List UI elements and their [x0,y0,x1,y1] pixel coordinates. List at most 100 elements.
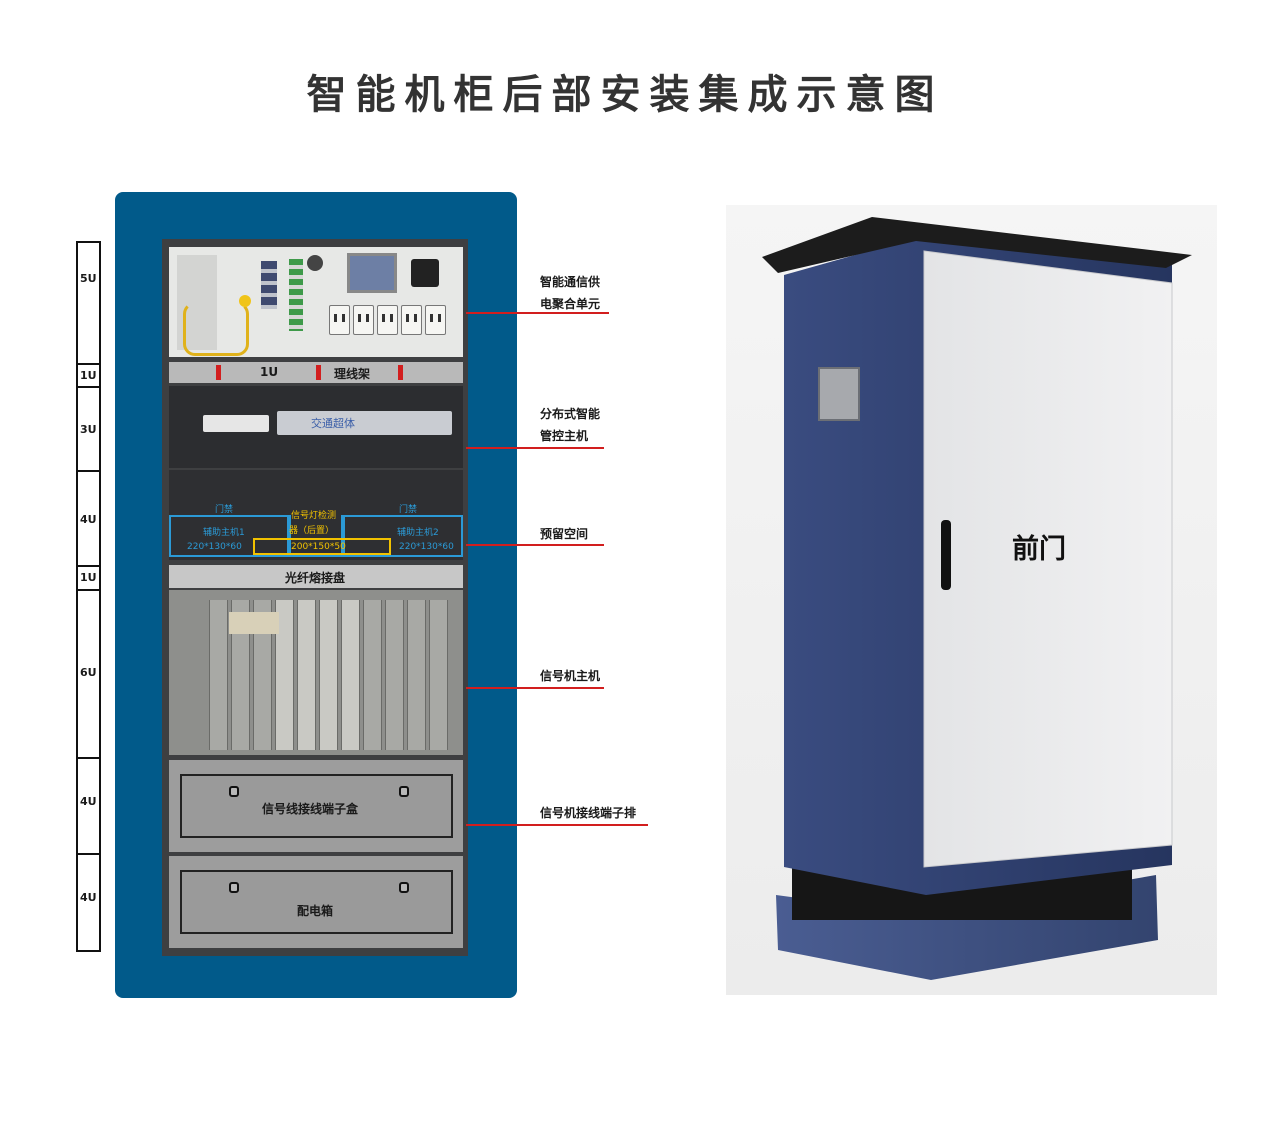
cabinet-illustration [762,217,1192,980]
distribution-box-panel: 配电箱 [180,870,453,934]
u-ruler: 5U 1U 3U 4U 1U 6U 4U 4U [76,241,101,952]
front-door [923,250,1173,868]
reserve-size: 200*150*50 [291,542,346,552]
outlet-icon [425,305,446,335]
host-nameplate: 交通超体 [277,411,452,435]
callout-line [466,687,604,689]
power-inlet-icon [411,259,439,287]
ribbon-cable [229,612,279,634]
callout-line [466,312,609,314]
outlet-icon [353,305,374,335]
controller-card [341,600,360,750]
callout-line-text: 智能通信供 [540,275,601,289]
controller-card [429,600,448,750]
dial-icon [307,255,323,271]
ruler-segment-6u: 6U [78,591,99,759]
reserve-box-right [343,515,463,557]
reserve-highlight-box [253,538,391,555]
reserve-box-left [169,515,289,557]
controller-card [231,600,250,750]
distribution-box-label: 配电箱 [297,904,334,918]
reserve-label: 门禁 [215,505,234,515]
yellow-connector-icon [239,295,251,307]
ruler-segment-5u: 5U [78,243,99,365]
tray-label: 理线架 [334,367,371,381]
power-distribution-box: 配电箱 [169,856,463,948]
signal-terminal-box: 信号线接线端子盒 [169,760,463,852]
controller-card [319,600,338,750]
reserve-label: 辅助主机2 [397,528,439,538]
ruler-label: 6U [80,666,97,679]
ruler-segment-4u: 4U [78,759,99,855]
cabinet-roof [762,217,1192,273]
terminal-box-panel: 信号线接线端子盒 [180,774,453,838]
reserve-label: 门禁 [399,505,418,515]
red-marker [216,365,221,380]
ruler-segment-1u: 1U [78,365,99,388]
controller-card [385,600,404,750]
terminal-box-label: 信号线接线端子盒 [262,802,359,816]
fiber-splice-tray: 光纤熔接盘 [169,565,463,588]
callout-line-text: 电聚合单元 [540,297,601,311]
red-marker [316,365,321,380]
ruler-label: 4U [80,513,97,526]
signal-controller-host [169,590,463,755]
controller-card [253,600,272,750]
outlet-icon [329,305,350,335]
reserve-label: 辅助主机1 [203,528,245,538]
reserve-size: 220*130*60 [399,542,454,552]
callout-line [466,544,604,546]
callout-terminal-strip: 信号机接线端子排 [540,806,637,820]
red-marker [398,365,403,380]
ruler-segment-1u: 1U [78,567,99,591]
ruler-segment-4u: 4U [78,855,99,950]
reserve-box-center [289,515,343,557]
controller-card [297,600,316,750]
ruler-label: 4U [80,795,97,808]
ruler-label: 4U [80,891,97,904]
host-brand: 交通超体 [311,417,355,430]
reserve-label: 信号灯检测 [291,511,337,521]
callout-reserved-space: 预留空间 [540,527,589,541]
terminal-block-icon [289,259,303,331]
tray-units-label: 1U [260,365,279,379]
lock-icon [229,882,239,893]
front-door-label: 前门 [1012,534,1066,565]
fiber-label: 光纤熔接盘 [285,571,346,585]
side-vent-icon [818,367,860,421]
distributed-management-host: 交通超体 [169,386,463,468]
callout-management-host: 分布式智能 管控主机 [540,403,600,447]
controller-card [209,600,228,750]
callout-signal-host: 信号机主机 [540,669,601,683]
network-ports-icon [261,261,277,309]
power-aggregation-unit [169,247,463,357]
controller-card [275,600,294,750]
ruler-label: 1U [80,571,97,584]
callout-line [466,824,648,826]
host-handle [203,415,269,432]
outlet-icon [401,305,422,335]
callout-line [466,447,604,449]
page-title: 智能机柜后部安装集成示意图 [306,72,944,118]
ruler-label: 1U [80,369,97,382]
lock-icon [399,882,409,893]
lock-icon [399,786,409,797]
reserved-space: 门禁 辅助主机1 220*130*60 信号灯检测 器（后置） 200*150*… [169,470,463,560]
lcd-screen-icon [347,253,397,293]
callout-line-text: 分布式智能 [540,407,601,421]
ruler-label: 3U [80,423,97,436]
door-handle-icon [941,520,951,590]
callout-line-text: 管控主机 [540,429,589,443]
ruler-segment-3u: 3U [78,388,99,472]
ruler-label: 5U [80,272,97,285]
controller-card [363,600,382,750]
ruler-segment-4u: 4U [78,472,99,567]
yellow-cable [183,302,249,356]
lock-icon [229,786,239,797]
outlet-icon [377,305,398,335]
cable-tray: 1U 理线架 [169,362,463,383]
callout-power-unit: 智能通信供 电聚合单元 [540,271,600,315]
reserve-size: 220*130*60 [187,542,242,552]
reserve-label: 器（后置） [289,526,335,536]
controller-card [407,600,426,750]
